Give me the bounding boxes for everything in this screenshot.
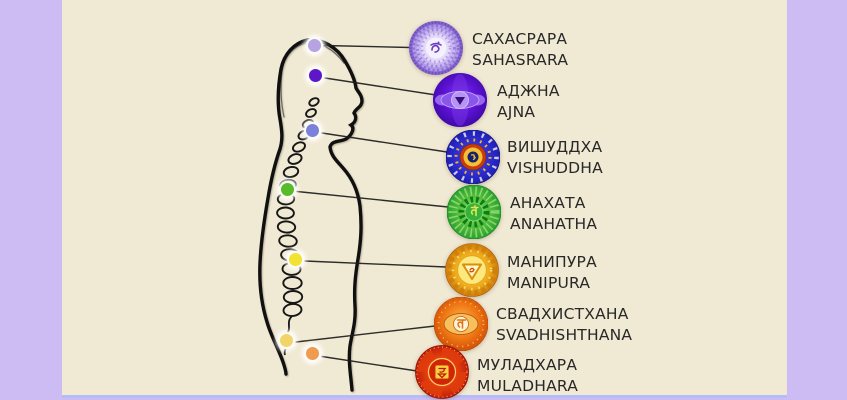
bottom-divider [62,395,787,398]
chakra-svadhishthana-icon [434,297,488,351]
muladhara-label-ru: МУЛАДХАРА [477,356,578,374]
muladhara-body-point [304,345,321,362]
connector-line [324,77,437,96]
connector-line [296,190,449,208]
anahata-body-point [279,181,296,198]
anahata-label-en: ANAHATHA [510,214,598,233]
sahasrara-body-point [306,37,323,54]
muladhara-label: МУЛАДХАРА MULADHARA [477,355,578,396]
chakra-ajna-icon [433,73,487,127]
ajna-body-point [307,67,324,84]
sahasrara-label-ru: САХАСРАРА [472,30,568,48]
ajna-label: АДЖНА AJNA [497,81,560,122]
connector-line [321,355,418,372]
manipura-label-ru: МАНИПУРА [507,253,597,271]
svadhishthana-label-ru: СВАДХИСТХАНА [496,305,629,323]
connector-line [295,325,436,343]
body-outline [258,38,364,392]
manipura-body-point [287,251,304,268]
connector-line [323,44,411,49]
chakra-anahata-icon [447,185,501,239]
anahata-label: АНАХАТА ANAHATHA [510,193,597,234]
ajna-label-en: AJNA [497,102,536,121]
svadhishthana-label-en: SVADHISHTHANA [496,325,633,344]
manipura-label-en: MANIPURA [507,273,591,292]
anahata-label-ru: АНАХАТА [510,194,586,212]
chakra-sahasrara-icon [409,21,463,75]
ajna-label-ru: АДЖНА [497,82,560,100]
chakra-muladhara-icon [415,345,469,399]
sahasrara-label: САХАСРАРА SAHASRARA [472,29,568,70]
vishuddha-body-point [304,122,321,139]
vishuddha-label-en: VISHUDDHA [507,158,603,177]
muladhara-label-en: MULADHARA [477,376,579,395]
connector-line [304,260,447,268]
chakra-vishuddha-icon [446,130,500,184]
svadhishthana-body-point [278,332,295,349]
connector-lines [295,44,449,372]
svadhishthana-label: СВАДХИСТХАНА SVADHISHTHANA [496,304,632,345]
manipura-label: МАНИПУРА MANIPURA [507,252,597,293]
sahasrara-label-en: SAHASRARA [472,50,569,69]
connector-line [321,132,448,153]
chakra-manipura-icon [445,243,499,297]
vishuddha-label: ВИШУДДХА VISHUDDHA [507,137,603,178]
vishuddha-label-ru: ВИШУДДХА [507,138,603,156]
